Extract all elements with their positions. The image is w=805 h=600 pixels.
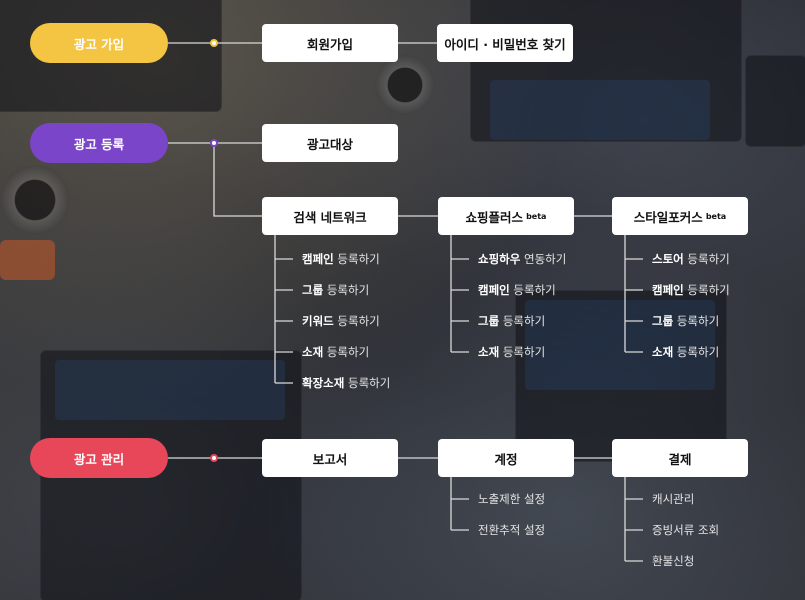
- beta-tag: beta: [705, 211, 727, 221]
- list-item: 그룹 등록하기: [652, 314, 720, 328]
- list-item: 캐시관리: [652, 492, 695, 506]
- list-item: 캠페인 등록하기: [652, 283, 730, 297]
- node-signup: 회원가입: [262, 24, 398, 62]
- connector-dot-manage: [210, 454, 218, 462]
- list-item: 소재 등록하기: [478, 345, 546, 359]
- section-label: 광고 가입: [73, 36, 125, 52]
- connector-dot-register: [210, 139, 218, 147]
- list-item: 노출제한 설정: [478, 492, 546, 506]
- node-search-network: 검색 네트워크: [262, 197, 398, 235]
- list-item: 쇼핑하우 연동하기: [478, 252, 567, 266]
- list-item: 확장소재 등록하기: [302, 376, 391, 390]
- node-ad-target: 광고대상: [262, 124, 398, 162]
- list-item: 스토어 등록하기: [652, 252, 730, 266]
- section-pill-manage: 광고 관리: [30, 438, 168, 478]
- node-title: 스타일포커스: [633, 209, 703, 225]
- list-item: 키워드 등록하기: [302, 314, 380, 328]
- node-account: 계정: [438, 439, 574, 477]
- section-pill-register: 광고 등록: [30, 123, 168, 163]
- beta-tag: beta: [526, 211, 547, 221]
- list-item: 소재 등록하기: [302, 345, 370, 359]
- list-item: 캠페인 등록하기: [302, 252, 380, 266]
- list-item: 전환추적 설정: [478, 523, 546, 537]
- section-label: 광고 등록: [73, 136, 125, 152]
- list-item: 증빙서류 조회: [652, 523, 720, 537]
- node-title: 쇼핑플러스: [465, 209, 524, 225]
- connector-dot-join: [210, 39, 218, 47]
- node-billing: 결제: [612, 439, 748, 477]
- list-item: 캠페인 등록하기: [478, 283, 556, 297]
- node-find-account: 아이디 · 비밀번호 찾기: [437, 24, 573, 62]
- node-report: 보고서: [262, 439, 398, 477]
- list-item: 환불신청: [652, 554, 695, 568]
- section-label: 광고 관리: [73, 451, 125, 467]
- list-item: 그룹 등록하기: [302, 283, 370, 297]
- list-item: 그룹 등록하기: [478, 314, 546, 328]
- list-item: 소재 등록하기: [652, 345, 720, 359]
- section-pill-join: 광고 가입: [30, 23, 168, 63]
